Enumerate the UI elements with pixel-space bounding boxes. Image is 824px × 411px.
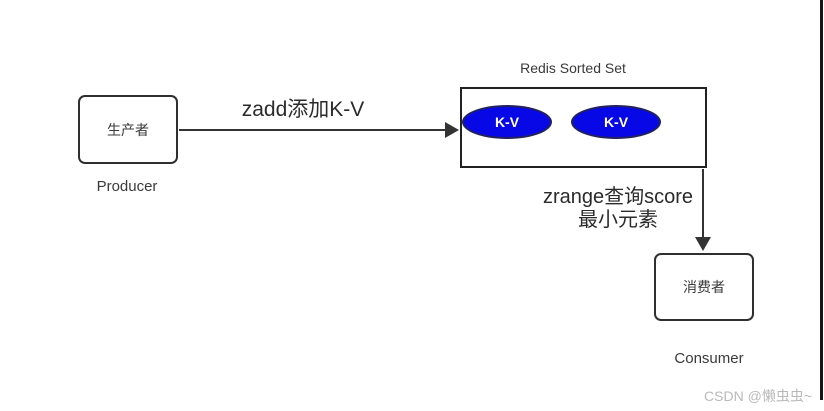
kv-node-1-label: K-V [494,114,520,130]
zrange-arrow-label-line2: 最小元素 [578,209,658,231]
zrange-arrowhead-icon [695,237,711,251]
csdn-watermark: CSDN @懒虫虫~ [704,388,812,404]
producer-node: 生产者 [78,95,178,164]
zrange-arrow-label-line1: zrange查询score [542,186,694,208]
zadd-arrowhead-icon [445,122,459,138]
kv-node-2: K-V [571,105,661,139]
zrange-arrow-line [702,169,704,239]
consumer-node-label: 消费者 [683,279,725,295]
redis-sorted-set-title: Redis Sorted Set [520,60,626,76]
consumer-caption: Consumer [674,350,744,367]
producer-node-label: 生产者 [107,121,149,138]
zrange-arrow-label: zrange查询score 最小元素 [513,186,723,232]
producer-caption: Producer [96,178,158,195]
zadd-arrow-label: zadd添加K-V [241,98,365,121]
kv-node-1: K-V [462,105,552,139]
kv-node-2-label: K-V [603,114,629,130]
consumer-node: 消费者 [654,253,754,321]
zadd-arrow-line [179,129,447,131]
right-edge-divider [820,0,823,400]
